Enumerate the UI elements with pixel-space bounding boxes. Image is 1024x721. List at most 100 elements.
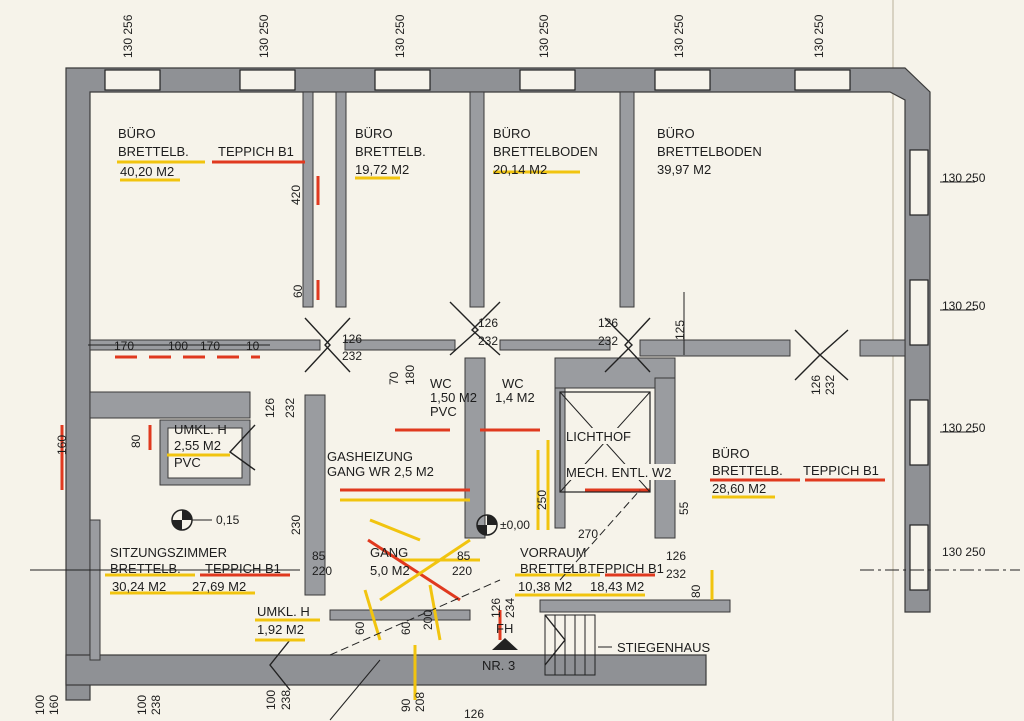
room-area: 19,72 M2 [355,162,409,177]
room-note: MECH. ENTL. W2 [566,465,671,480]
dim-85-b: 85 [457,549,471,563]
dim-234: 234 [503,598,517,618]
room-area: 2,55 M2 [174,438,221,453]
room-area: 39,97 M2 [657,162,711,177]
dim-60-c: 60 [399,621,413,635]
dim-238-b: 238 [149,695,163,715]
room-floor: PVC [430,404,457,419]
room-floor: BRETTELBODEN [657,144,762,159]
dim-100-a: 100 [168,339,188,353]
room-name: UMKL. H [174,422,227,437]
right-window-dimensions: 130 250 130 250 130 250 130 250 [860,171,1020,571]
dim-100-c: 100 [135,695,149,715]
room-lichthof: LICHTHOF MECH. ENTL. W2 [559,391,686,493]
dim-200: 200 [421,610,435,630]
dim-100-b: 100 [264,690,278,710]
room-buero-3: BÜRO BRETTELBODEN 20,14 M2 [493,126,598,177]
room-wc-1: WC 1,50 M2 PVC [430,376,477,419]
dim-rwindow-3: 130 250 [942,421,986,435]
dim-125: 125 [673,320,687,340]
exterior-walls [65,67,931,701]
dim-door-232-c: 232 [598,334,618,348]
dim-220-a: 220 [312,564,332,578]
dim-door-232-d: 232 [823,375,837,395]
room-name: BÜRO [493,126,531,141]
dim-160-b: 160 [47,695,61,715]
room-area: 1,50 M2 [430,390,477,405]
dim-126-h: 126 [464,707,484,721]
room-buero-1: BÜRO BRETTELB. TEPPICH B1 40,20 M2 [118,126,294,179]
room-area: 30,24 M2 [112,579,166,594]
level-0-00: ±0,00 [500,518,530,532]
room-floor: PVC [174,455,201,470]
dim-170-a: 170 [114,339,134,353]
room-name: WC [502,376,524,391]
dim-80-b: 80 [689,584,703,598]
room-name: GANG [370,545,408,560]
room-floor-2: TEPPICH B1 [218,144,294,159]
dim-door-126-e: 126 [263,398,277,418]
dim-100-d: 100 [33,695,47,715]
room-area: 28,60 M2 [712,481,766,496]
room-name: BÜRO [712,446,750,461]
level-0-15: 0,15 [216,513,240,527]
room-area: 10,38 M2 [518,579,572,594]
dim-door-232-a: 232 [342,349,362,363]
room-floor: BRETTELB. [118,144,189,159]
dim-208: 208 [413,692,427,712]
fh-label: FH [496,621,513,636]
dim-238-a: 238 [279,690,293,710]
stairs [544,614,612,676]
dim-250: 250 [535,490,549,510]
dim-230: 230 [289,515,303,535]
dim-90: 90 [399,698,413,712]
dim-window-2: 130 250 [257,14,271,58]
fh-number: NR. 3 [482,658,515,673]
dim-window-6: 130 250 [812,14,826,58]
room-sitzungszimmer: SITZUNGSZIMMER BRETTELB. TEPPICH B1 30,2… [110,545,281,594]
room-area: 40,20 M2 [120,164,174,179]
top-windows [104,69,851,91]
fh-marker: FH NR. 3 [482,621,518,673]
room-area: 1,4 M2 [495,390,535,405]
dim-door-126-c: 126 [598,316,618,330]
dim-window-3: 130 250 [393,14,407,58]
dim-window-4: 130 250 [537,14,551,58]
room-floor-2: TEPPICH B1 [803,463,879,478]
room-area: 20,14 M2 [493,162,547,177]
room-gasheizung: GASHEIZUNG GANG WR 2,5 M2 [327,449,434,479]
dim-door-126-d: 126 [809,375,823,395]
dim-80-a: 80 [129,434,143,448]
room-floor: BRETTELB. [355,144,426,159]
level-markers: 0,15 ±0,00 [171,509,530,536]
room-name: UMKL. H [257,604,310,619]
room-floor: BRETTELB. [110,561,181,576]
dim-126-g: 126 [489,598,503,618]
dim-10-a: 10 [246,339,260,353]
room-name: STIEGENHAUS [617,640,711,655]
dim-window-1: 130 256 [121,14,135,58]
room-vorraum: VORRAUM BRETTELB. TEPPICH B1 10,38 M2 18… [518,545,664,594]
room-wc-2: WC 1,4 M2 [495,376,535,405]
dim-70: 70 [387,371,401,385]
dim-232-f: 232 [666,567,686,581]
room-floor-2: TEPPICH B1 [588,561,664,576]
room-area: 5,0 M2 [370,563,410,578]
dim-60: 60 [291,284,305,298]
room-name: LICHTHOF [566,429,631,444]
room-floor: BRETTELBODEN [493,144,598,159]
room-name: SITZUNGSZIMMER [110,545,227,560]
room-name: WC [430,376,452,391]
dim-180: 180 [403,365,417,385]
right-windows [909,149,929,591]
room-area-2: 27,69 M2 [192,579,246,594]
dim-rwindow-4: 130 250 [942,545,986,559]
room-umkl-1: UMKL. H 2,55 M2 PVC [174,422,227,470]
top-window-dimensions: 130 256 130 250 130 250 130 250 130 250 … [121,14,826,58]
room-buero-5: BÜRO BRETTELB. TEPPICH B1 28,60 M2 [712,446,879,496]
dim-85-a: 85 [312,549,326,563]
dim-door-232-e: 232 [283,398,297,418]
dim-55: 55 [677,501,691,515]
dim-door-126-a: 126 [342,332,362,346]
